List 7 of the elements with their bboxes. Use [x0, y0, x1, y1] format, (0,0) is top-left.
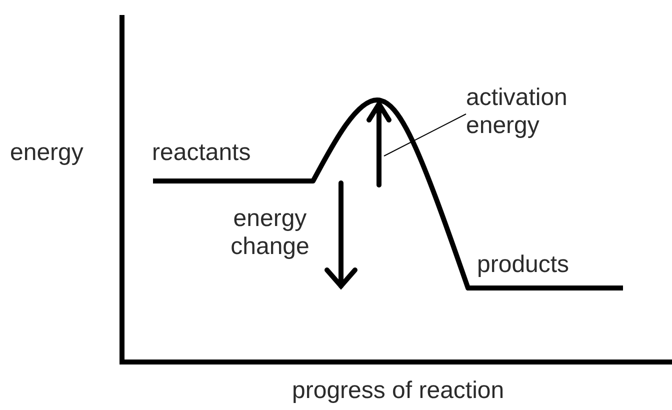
curve-label: reactants: [152, 139, 251, 167]
callout-text: activation energy: [466, 84, 568, 140]
leader-line: [384, 114, 466, 156]
curve-label: products: [477, 251, 570, 279]
axis-label: progress of reaction: [292, 377, 504, 405]
axis-label: energy: [10, 139, 84, 167]
measure-label: energy change: [230, 205, 310, 261]
